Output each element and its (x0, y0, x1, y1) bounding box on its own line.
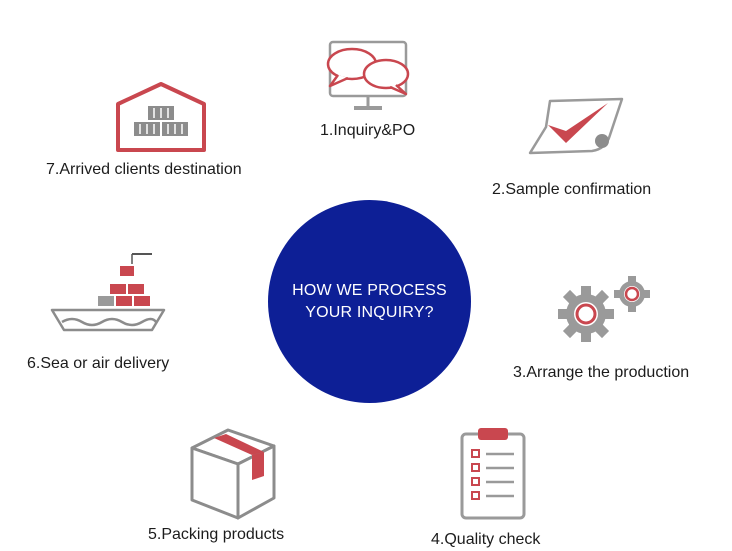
center-circle: HOW WE PROCESS YOUR INQUIRY? (268, 200, 471, 403)
step-3-label: 3.Arrange the production (513, 364, 690, 381)
cargo-ship-icon (50, 253, 166, 332)
box-icon (190, 428, 276, 520)
chat-monitor-icon (326, 40, 410, 110)
step-1-label: 1.Inquiry&PO (320, 122, 416, 139)
step-6-label: 6.Sea or air delivery (27, 355, 170, 372)
step-4-label: 4.Quality check (431, 531, 541, 548)
checkmark-document-icon (528, 97, 624, 155)
step-5-label: 5.Packing products (148, 526, 285, 543)
clipboard-checklist-icon (460, 428, 526, 520)
center-title-line-2: YOUR INQUIRY? (305, 303, 434, 321)
step-7-label: 7.Arrived clients destination (46, 161, 242, 178)
gears-icon (558, 276, 650, 342)
center-title-line-1: HOW WE PROCESS (292, 281, 447, 299)
warehouse-icon (116, 82, 206, 152)
step-2-label: 2.Sample confirmation (492, 181, 652, 198)
